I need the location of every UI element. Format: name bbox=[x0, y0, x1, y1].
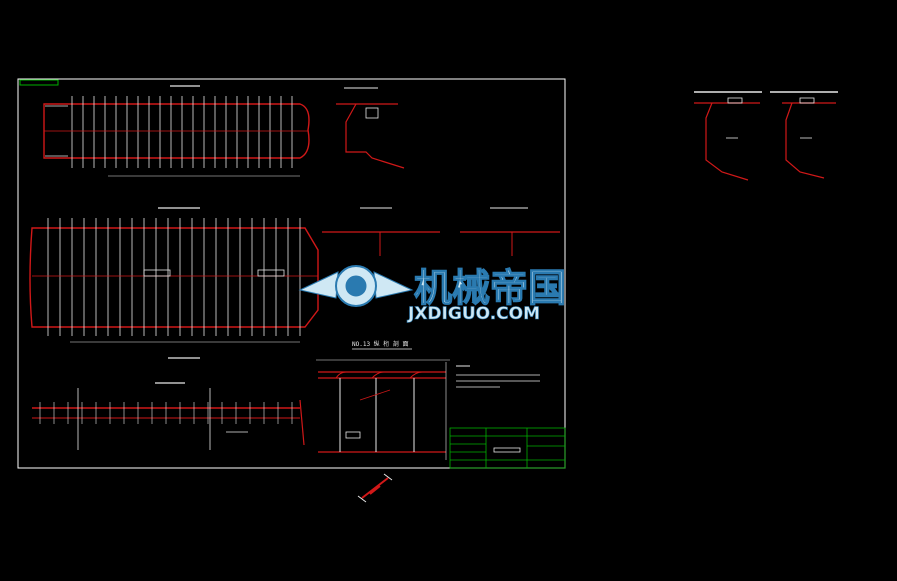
middle-plan-view bbox=[29, 207, 319, 359]
drawing-frame bbox=[17, 78, 566, 469]
frame-label-box bbox=[19, 79, 59, 86]
bottom-elevation-view bbox=[32, 382, 305, 450]
top-plan-view bbox=[43, 85, 310, 177]
title-block bbox=[449, 427, 566, 469]
right-detail-views bbox=[694, 91, 838, 181]
bulkhead-detail-section bbox=[336, 87, 405, 169]
girder-detail-sections bbox=[322, 207, 560, 256]
watermark-logo: 机械帝国 JXDIGUO.COM bbox=[298, 265, 567, 324]
no13-girder-section: NO.13 纵 桁 剖 面 bbox=[316, 340, 450, 460]
section-title: NO.13 纵 桁 剖 面 bbox=[352, 340, 409, 348]
watermark-english-text: JXDIGUO.COM bbox=[407, 304, 540, 324]
watermark-chinese-text: 机械帝国 bbox=[414, 266, 566, 310]
notes-block bbox=[456, 365, 540, 388]
orientation-symbol bbox=[357, 473, 393, 503]
